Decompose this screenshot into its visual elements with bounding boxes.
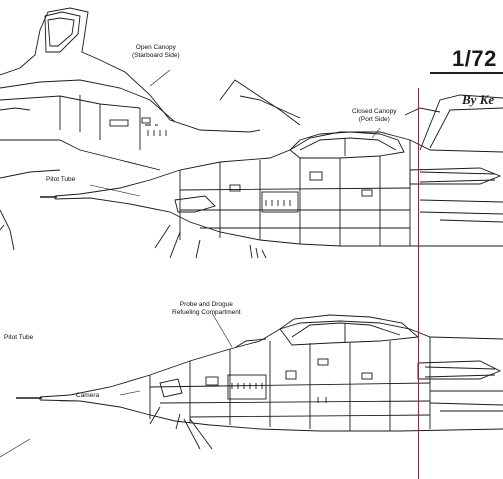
closed-canopy-label-line2: (Port Side) [358, 115, 390, 123]
camera-label: Camera [76, 392, 100, 399]
title-divider [430, 72, 503, 74]
closed-canopy-label: Closed Canopy (Port Side) [352, 108, 396, 123]
pitot-tube-label-top: Pitot Tube [46, 176, 76, 183]
probe-drogue-label-line2: Refueling Compartment [172, 308, 241, 316]
guide-line [418, 88, 419, 479]
probe-drogue-label-line1: Probe and Drogue [179, 301, 233, 308]
probe-drogue-label: Probe and Drogue Refueling Compartment [172, 301, 241, 316]
top-aircraft-drawing [0, 7, 503, 259]
open-canopy-label: Open Canopy (Starboard Side) [132, 44, 180, 59]
author-byline: By Ke [462, 92, 495, 107]
closed-canopy-label-line1: Closed Canopy [352, 108, 397, 115]
pitot-tube-label-bottom: Pitot Tube [4, 334, 34, 341]
bottom-aircraft-drawing [0, 312, 503, 458]
open-canopy-label-line2: (Starboard Side) [132, 51, 180, 59]
open-canopy-label-line1: Open Canopy [135, 44, 176, 51]
page-title: 1/72 [452, 46, 497, 71]
